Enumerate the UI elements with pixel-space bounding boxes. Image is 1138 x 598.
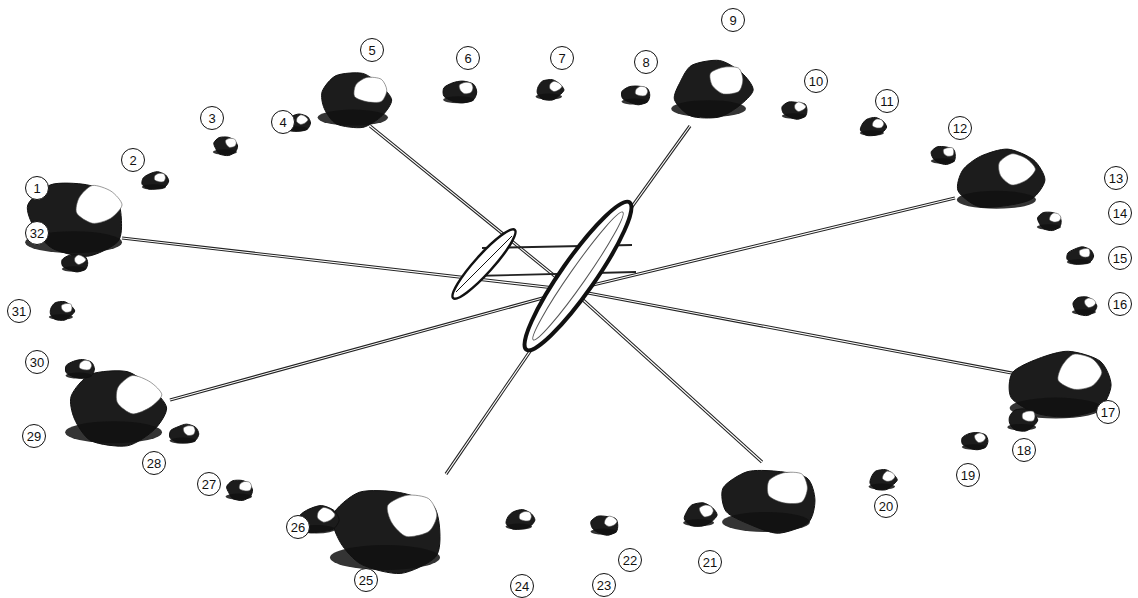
- callout-number: 17: [1096, 400, 1120, 424]
- callout-number: 2: [121, 148, 145, 172]
- callout-number: 11: [875, 89, 899, 113]
- callout-number: 24: [510, 574, 534, 598]
- callout-number: 16: [1108, 292, 1132, 316]
- rock: [860, 117, 887, 135]
- rock: [536, 80, 564, 101]
- rock: [443, 81, 477, 103]
- rock: [506, 510, 535, 530]
- callout-number: 12: [948, 116, 972, 140]
- spoke-lines: [122, 126, 1022, 474]
- callout-number: 4: [271, 110, 295, 134]
- callout-number: 22: [618, 548, 642, 572]
- rocks: [25, 60, 1111, 573]
- callout-number: 1: [25, 176, 49, 200]
- callout-number: 8: [634, 50, 658, 74]
- rock: [722, 470, 815, 533]
- rock: [621, 86, 649, 105]
- callout-number: 31: [7, 299, 31, 323]
- callout-number: 3: [200, 106, 224, 130]
- callout-number: 5: [360, 38, 384, 62]
- rock: [65, 371, 166, 446]
- callout-number: 19: [956, 463, 980, 487]
- rock: [962, 433, 988, 450]
- callout-number: 26: [286, 515, 310, 539]
- rock: [782, 102, 807, 119]
- callout-number: 30: [25, 350, 49, 374]
- rock: [957, 149, 1045, 209]
- callout-number: 9: [721, 8, 745, 32]
- callout-number: 29: [22, 424, 46, 448]
- callout-number: 15: [1108, 246, 1132, 270]
- rock: [1007, 409, 1037, 431]
- rock: [591, 516, 618, 535]
- rock: [683, 503, 717, 527]
- rock: [142, 172, 169, 190]
- rock: [1037, 212, 1061, 230]
- rock: [1072, 297, 1097, 316]
- callout-number: 7: [550, 46, 574, 70]
- rock: [330, 491, 440, 574]
- rock: [226, 480, 253, 500]
- rock: [931, 146, 955, 164]
- rock: [49, 301, 75, 320]
- callout-number: 10: [804, 69, 828, 93]
- callout-number: 27: [197, 472, 221, 496]
- callout-number: 23: [592, 573, 616, 597]
- callout-number: 14: [1108, 201, 1132, 225]
- rock: [671, 60, 753, 118]
- callout-number: 18: [1012, 438, 1036, 462]
- central-craft: [447, 193, 644, 360]
- rock: [170, 424, 199, 443]
- rock: [1067, 247, 1094, 265]
- callout-number: 13: [1104, 166, 1128, 190]
- callout-number: 21: [698, 550, 722, 574]
- callout-number: 32: [25, 221, 49, 245]
- rock: [213, 137, 238, 156]
- callout-number: 25: [354, 568, 378, 592]
- callout-number: 28: [142, 451, 166, 475]
- callout-number: 6: [456, 46, 480, 70]
- rock: [318, 73, 392, 128]
- rock: [869, 470, 898, 491]
- rock: [65, 360, 94, 379]
- rock: [62, 255, 88, 272]
- callout-number: 20: [874, 494, 898, 518]
